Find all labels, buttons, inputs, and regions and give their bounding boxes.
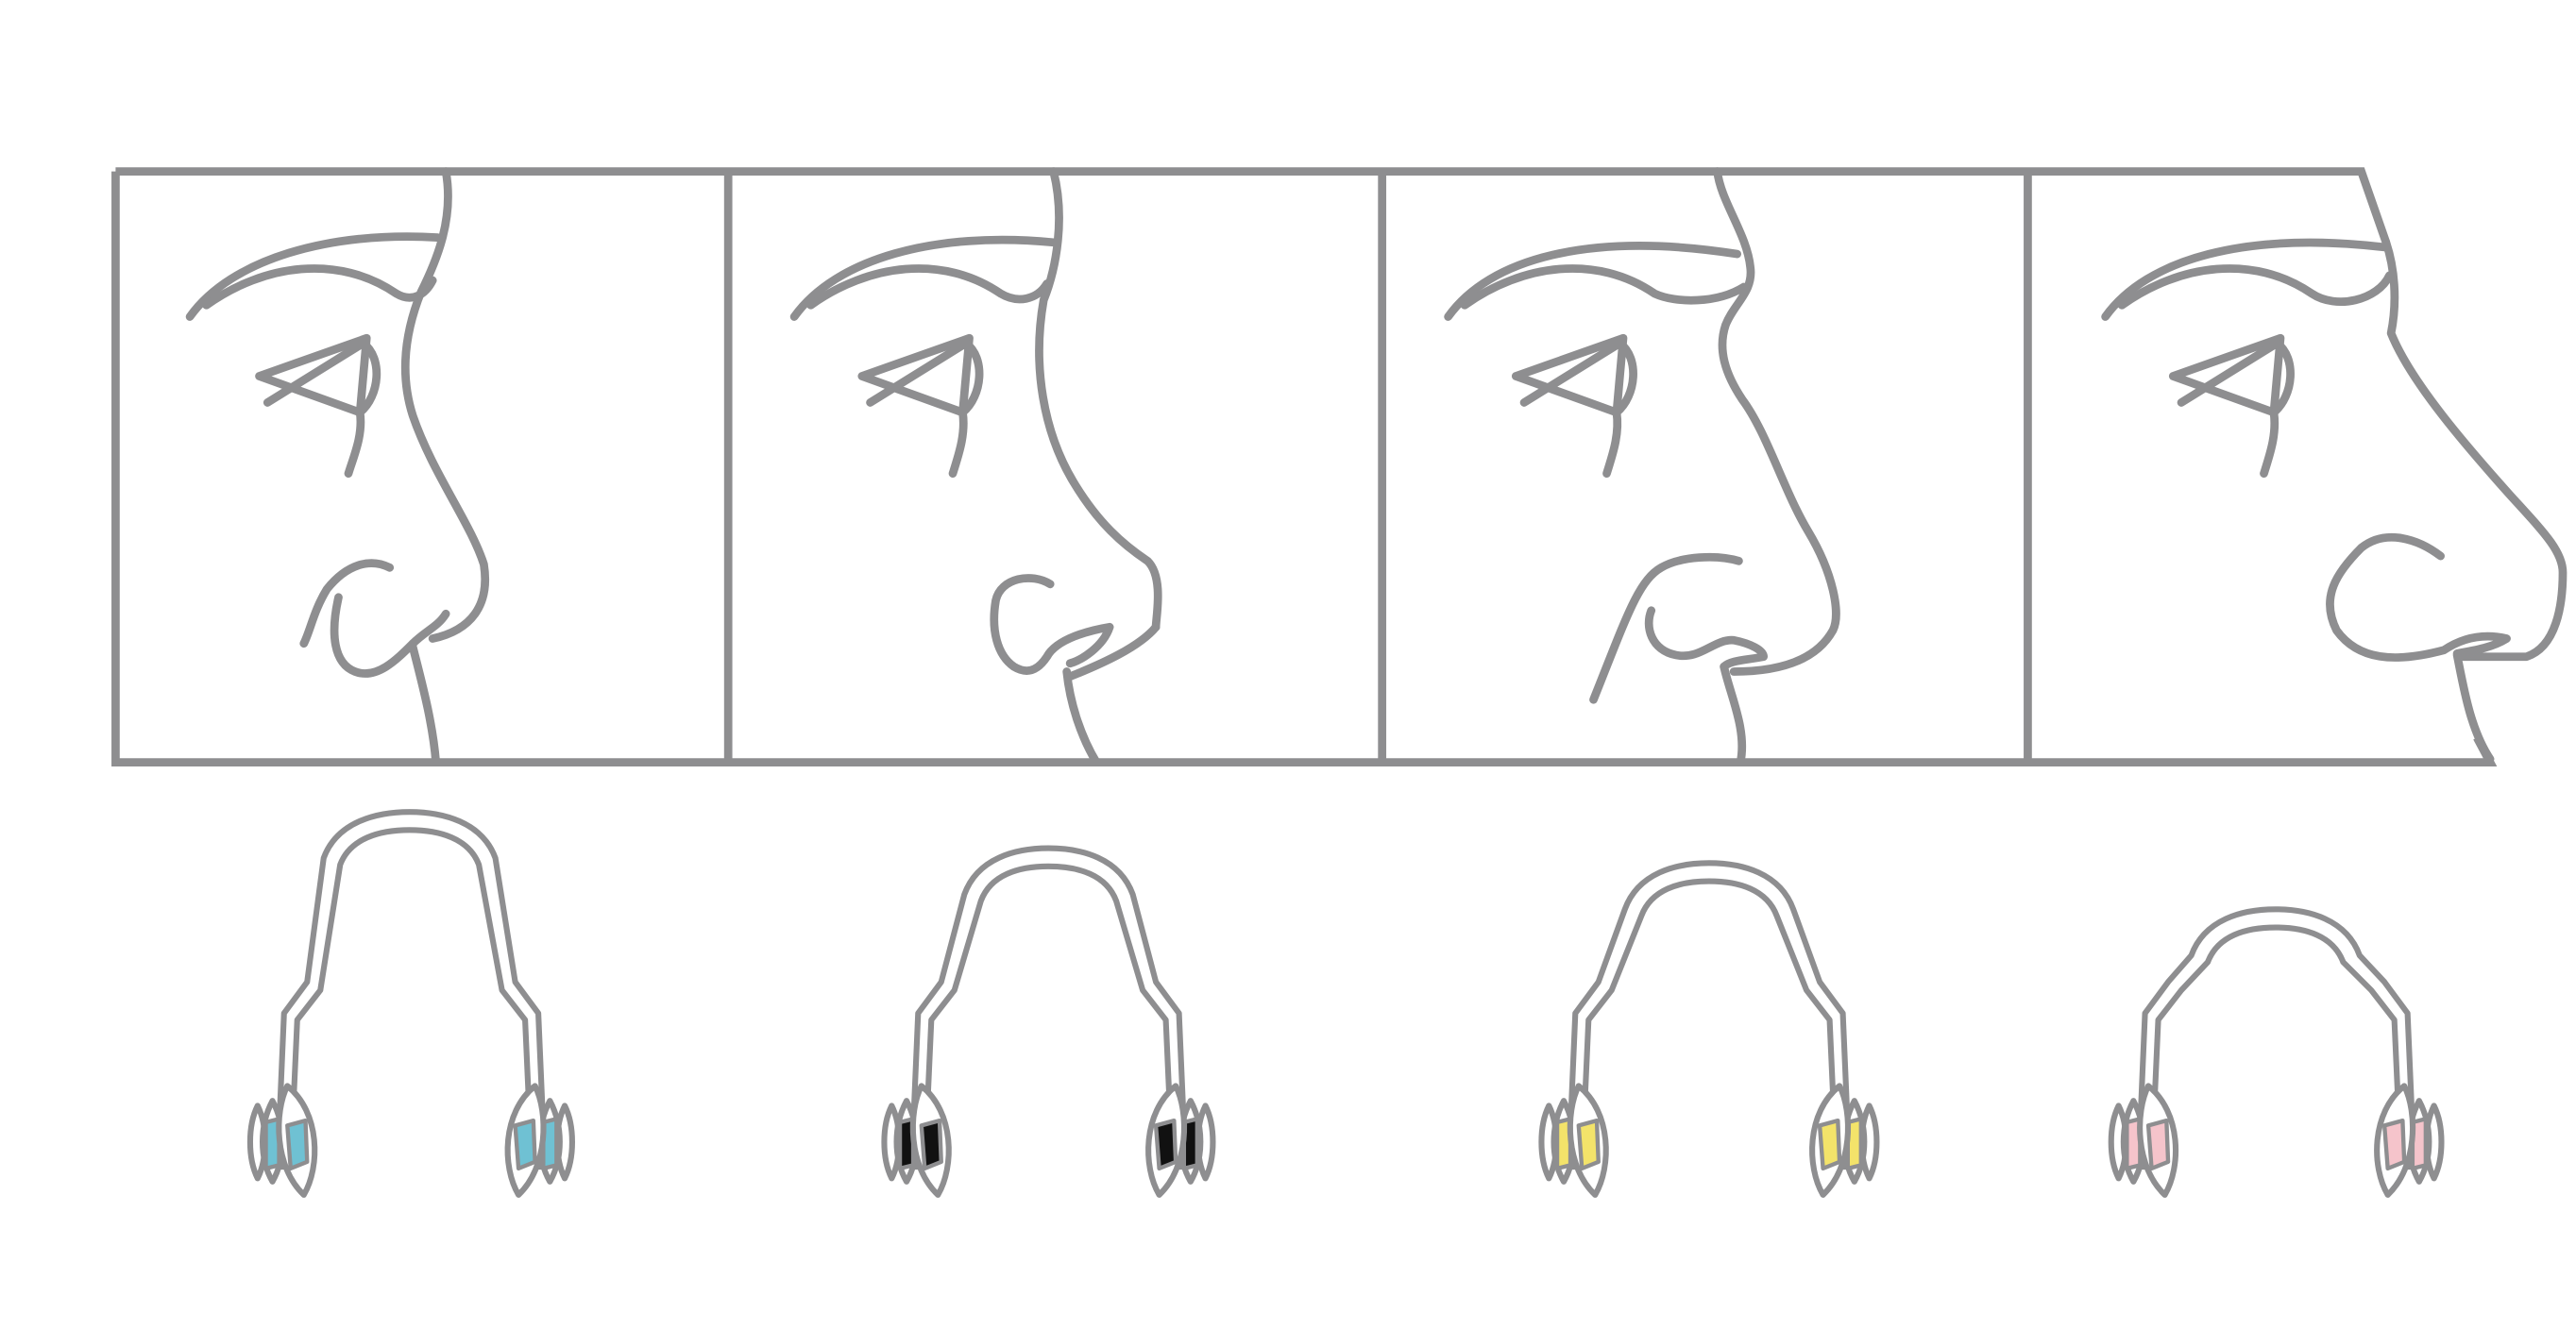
eyebrow: [789, 235, 1059, 321]
clip-band: [1566, 860, 1853, 1170]
profile-frame: [111, 167, 2498, 767]
clip-pad-right: [504, 1083, 575, 1198]
nose-clip-1: [246, 809, 575, 1198]
nose-clips: [246, 809, 2445, 1198]
nose-clip-3: [1538, 860, 1880, 1198]
pad-cushion: [2381, 1118, 2407, 1171]
face-profile-1: [185, 167, 489, 767]
clip-pad-left: [881, 1083, 952, 1198]
clip-pad-left: [1538, 1083, 1609, 1198]
eyebrow: [185, 232, 442, 321]
pad-cushion: [1554, 1117, 1573, 1171]
face-profile-3: [1444, 167, 1840, 767]
clip-band: [274, 809, 549, 1170]
eyebrow: [1444, 242, 1742, 321]
eye: [2168, 333, 2285, 417]
clip-pad-left: [2108, 1083, 2179, 1198]
clip-pad-right: [1145, 1083, 1216, 1198]
pad-cushion: [285, 1118, 310, 1171]
pad-cushion: [263, 1117, 281, 1171]
eye: [1511, 333, 1628, 417]
nose-outline: [400, 167, 489, 643]
pad-cushion: [897, 1117, 916, 1171]
nose-outline: [1713, 167, 1840, 676]
eye: [255, 333, 371, 417]
nose-clip-4: [2108, 906, 2445, 1198]
clip-band: [2135, 906, 2417, 1170]
pad-cushion: [513, 1118, 537, 1171]
clip-pad-left: [246, 1083, 318, 1198]
clip-band: [908, 845, 1189, 1170]
pad-cushion: [2145, 1118, 2171, 1171]
clip-pad-right: [2374, 1083, 2445, 1198]
clip-pad-right: [1809, 1083, 1880, 1198]
pad-cushion: [1153, 1118, 1178, 1171]
nose-outline: [1035, 167, 1162, 631]
face-profile-4: [2101, 238, 2568, 764]
nose-outline: [2381, 238, 2568, 662]
nostril: [330, 593, 417, 678]
face-profile-2: [789, 167, 1162, 767]
pad-cushion: [1817, 1118, 1842, 1171]
nostril: [1644, 606, 1769, 671]
nostril: [2326, 532, 2511, 662]
eye: [857, 333, 974, 417]
nostril: [990, 574, 1114, 675]
eyebrow: [2101, 238, 2391, 321]
nose-clip-2: [881, 845, 1216, 1198]
pad-cushion: [2125, 1117, 2143, 1171]
pad-cushion: [1576, 1118, 1601, 1171]
pad-cushion: [919, 1118, 943, 1171]
